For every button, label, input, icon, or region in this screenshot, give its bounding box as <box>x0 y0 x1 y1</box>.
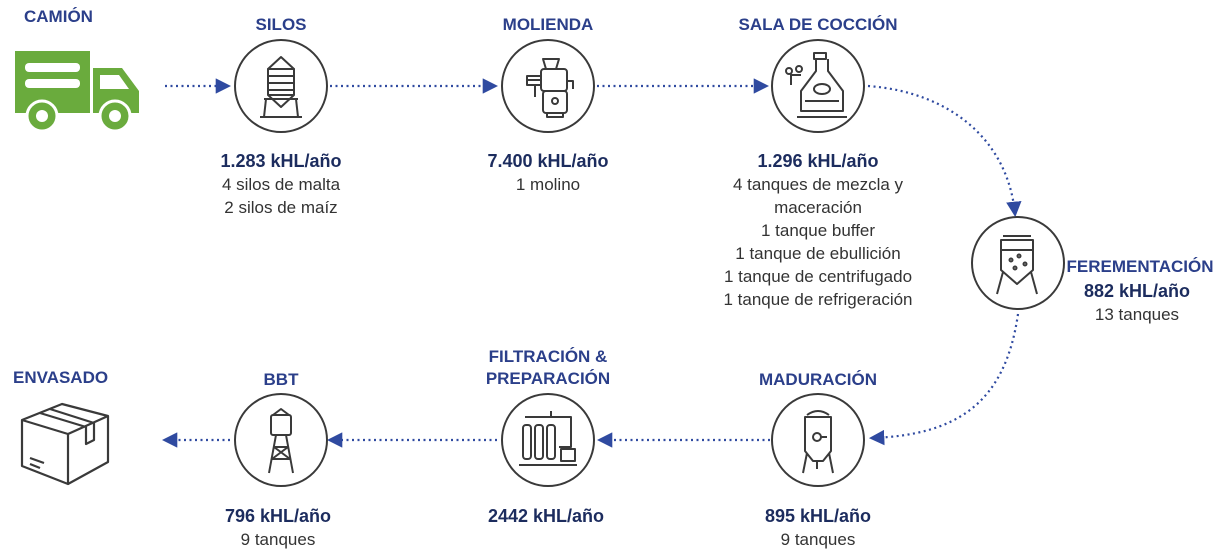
stage-info-molienda: 7.400 kHL/año 1 molino <box>487 150 608 196</box>
detail-line: 2 silos de maíz <box>224 198 338 217</box>
stage-info-coccion: 1.296 kHL/año 4 tanques de mezcla y mace… <box>723 150 912 311</box>
stage-icon-circle-filtracion <box>501 393 595 487</box>
stage-info-fermentacion: 882 kHL/año 13 tanques <box>1084 280 1190 326</box>
stage-title-filtracion: FILTRACIÓN & PREPARACIÓN <box>486 346 610 390</box>
capacity-silos: 1.283 kHL/año <box>220 151 342 171</box>
stage-title-silos: SILOS <box>255 15 307 34</box>
stage-title-line: PREPARACIÓN <box>485 369 611 388</box>
silo-icon <box>260 56 302 118</box>
filter-icon <box>519 411 577 466</box>
stage-icon-circle-coccion <box>771 39 865 133</box>
stage-title-coccion: SALA DE COCCIÓN <box>738 15 898 34</box>
arrow-fermentacion-maduracion <box>868 313 1020 446</box>
brew-kettle-icon <box>785 52 847 118</box>
detail-line: 4 tanques de mezcla y <box>732 175 904 194</box>
stage-title-bbt: BBT <box>263 370 299 389</box>
stage-info-bbt: 796 kHL/año 9 tanques <box>225 505 331 551</box>
detail-line: 1 tanque de ebullición <box>735 244 901 263</box>
detail-line: 9 tanques <box>780 530 856 549</box>
capacity-maduracion: 895 kHL/año <box>764 506 872 526</box>
maturation-tank-icon <box>802 410 834 474</box>
detail-line: 4 silos de malta <box>221 175 341 194</box>
stage-title-molienda: MOLIENDA <box>502 15 594 34</box>
package-box-icon <box>20 402 110 486</box>
detail-line: 1 tanque de refrigeración <box>723 290 913 309</box>
capacity-bbt: 796 kHL/año <box>224 506 332 526</box>
stage-icon-circle-silos <box>234 39 328 133</box>
detail-line: 13 tanques <box>1094 305 1180 324</box>
detail-line: 9 tanques <box>240 530 316 549</box>
detail-line: 1 tanque de centrifugado <box>723 267 913 286</box>
capacity-molienda: 7.400 kHL/año <box>487 151 609 171</box>
arrow-coccion-fermentacion <box>867 84 1022 218</box>
truck-icon <box>15 51 139 133</box>
stage-icon-circle-molienda <box>501 39 595 133</box>
fermenter-icon <box>996 235 1038 295</box>
water-tower-icon <box>268 408 294 474</box>
detail-line: 1 tanque buffer <box>760 221 876 240</box>
stage-info-filtracion: 2442 kHL/año <box>488 505 604 528</box>
stage-icon-circle-maduracion <box>771 393 865 487</box>
capacity-coccion: 1.296 kHL/año <box>757 151 879 171</box>
stage-title-line: FILTRACIÓN & <box>488 347 608 366</box>
capacity-filtracion: 2442 kHL/año <box>487 506 605 526</box>
mill-icon <box>526 58 574 118</box>
stage-icon-circle-bbt <box>234 393 328 487</box>
stage-info-maduracion: 895 kHL/año 9 tanques <box>765 505 871 551</box>
detail-line: 1 molino <box>515 175 581 194</box>
stage-icon-circle-fermentacion <box>971 216 1065 310</box>
stage-title-camion: CAMIÓN <box>24 7 93 26</box>
stage-title-maduracion: MADURACIÓN <box>758 370 878 389</box>
stage-info-silos: 1.283 kHL/año 4 silos de malta 2 silos d… <box>220 150 341 219</box>
stage-title-fermentacion: FEREMENTACIÓN <box>1066 257 1214 276</box>
capacity-fermentacion: 882 kHL/año <box>1083 281 1191 301</box>
stage-title-envasado: ENVASADO <box>13 368 109 387</box>
detail-line: maceración <box>774 198 862 217</box>
